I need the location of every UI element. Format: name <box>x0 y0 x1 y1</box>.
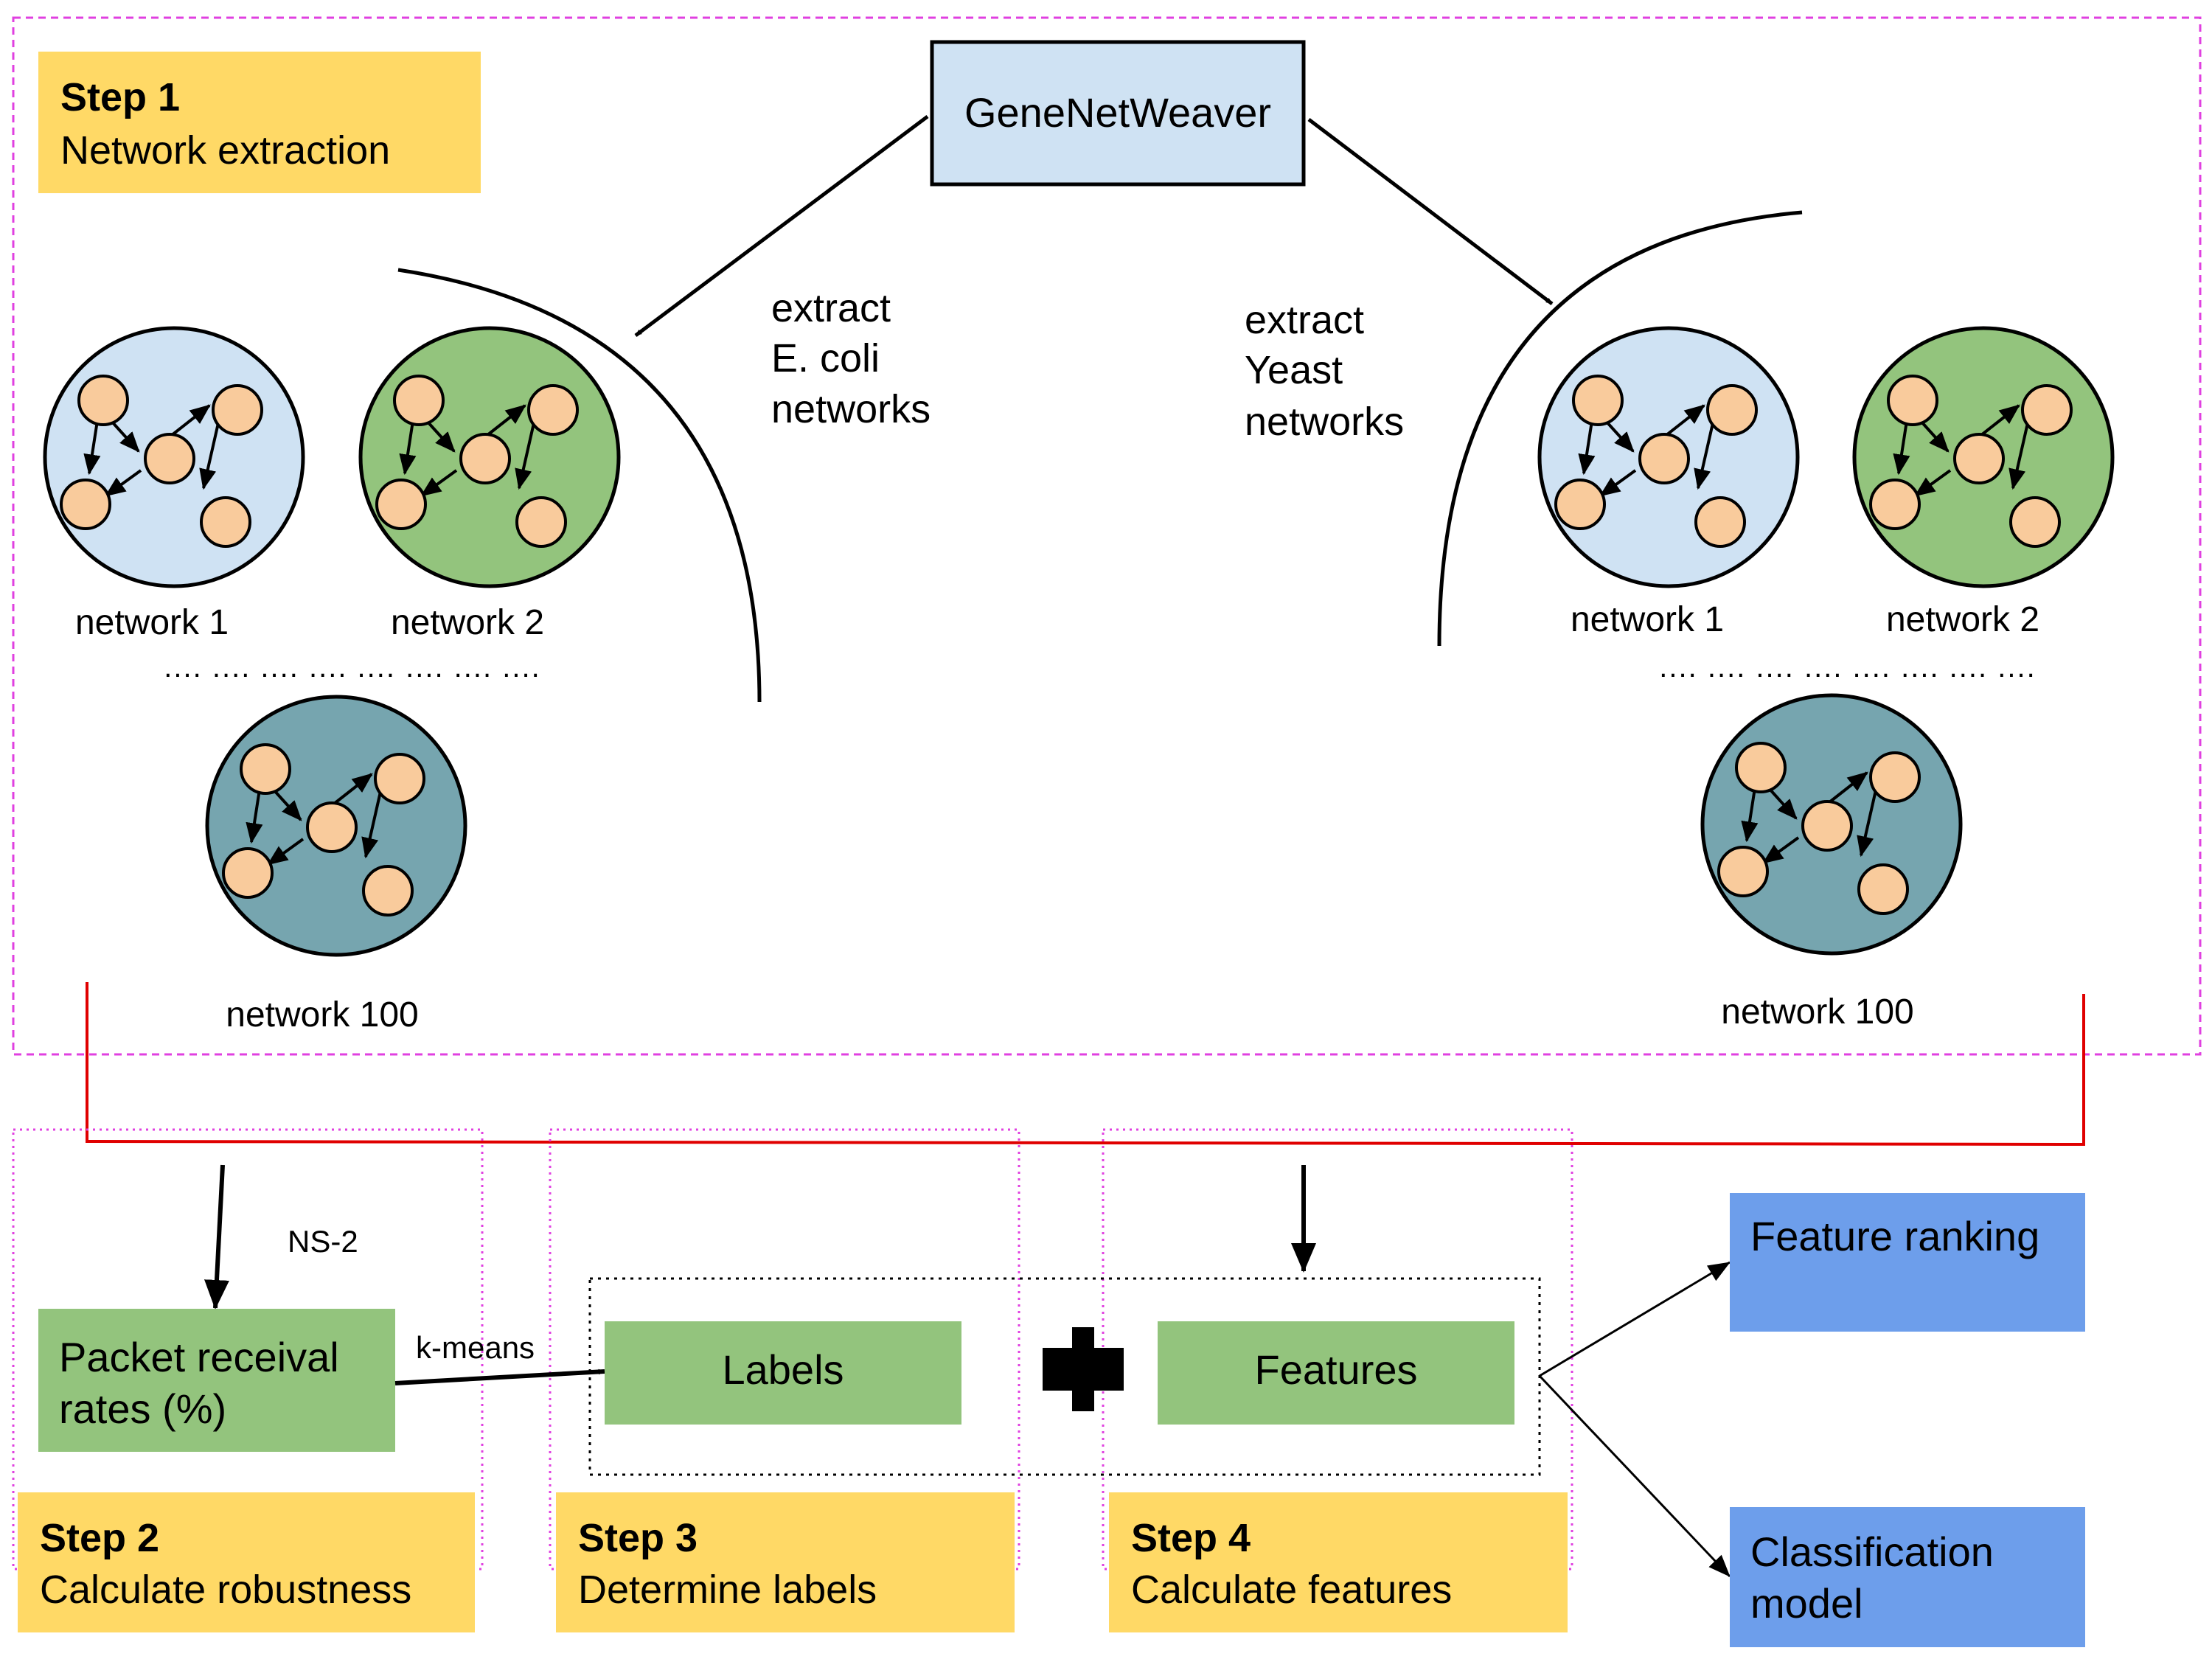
step3-title: Step 3 <box>578 1516 698 1560</box>
step1-container <box>12 16 2202 1056</box>
arrow-to-classification-model <box>1538 1374 1731 1578</box>
arrow-extract-yeast <box>1307 118 1554 305</box>
step1-label-box <box>38 52 481 193</box>
ns2-label: NS-2 <box>288 1224 358 1259</box>
ecoli-ellipsis: .... .... .... .... .... .... .... .... <box>164 651 540 684</box>
step4-subtitle: Calculate features <box>1131 1568 1452 1612</box>
feature-ranking-box <box>1730 1193 2085 1332</box>
labels-box-text: Labels <box>722 1346 844 1393</box>
plus-icon <box>1043 1327 1124 1411</box>
packet-rates-line-2: rates (%) <box>59 1385 226 1432</box>
yeast-group-arc <box>1437 210 1803 647</box>
arrow-kmeans <box>394 1368 605 1385</box>
ecoli-group-arc <box>397 268 762 703</box>
packet-rates-line-1: Packet receival <box>59 1334 339 1380</box>
step1-title: Step 1 <box>60 75 180 119</box>
arrow-to-feature-ranking <box>1539 1261 1731 1377</box>
yeast-network-1-label: network 1 <box>1571 600 1724 639</box>
step2-subtitle: Calculate robustness <box>40 1568 411 1612</box>
step4-title: Step 4 <box>1131 1516 1251 1560</box>
yeast-network-100 <box>1700 693 1963 956</box>
labels-box <box>605 1321 961 1425</box>
classification-model-box <box>1730 1507 2085 1647</box>
ecoli-network-2-label: network 2 <box>391 603 544 642</box>
yeast-network-2-label: network 2 <box>1886 600 2039 639</box>
classification-model-line-1: Classification <box>1750 1528 1994 1575</box>
step3-label-box <box>556 1492 1015 1632</box>
classification-model-line-2: model <box>1750 1580 1863 1627</box>
ecoli-network-1-label: network 1 <box>75 603 229 642</box>
extract-yeast-line-3: networks <box>1245 400 1404 444</box>
extract-ecoli-line-2: E. coli <box>771 336 880 380</box>
step2-title: Step 2 <box>40 1516 159 1560</box>
ecoli-network-100 <box>205 695 467 957</box>
genenetweaver-box <box>930 40 1306 187</box>
step3-subtitle: Determine labels <box>578 1568 877 1612</box>
arrow-extract-ecoli <box>634 115 929 337</box>
ecoli-network-1 <box>43 326 305 588</box>
step1-subtitle: Network extraction <box>60 128 390 173</box>
features-box-text: Features <box>1255 1346 1418 1393</box>
ecoli-network-2 <box>358 326 621 588</box>
ecoli-network-100-label: network 100 <box>226 995 419 1034</box>
flow-connector-line <box>86 982 2085 1147</box>
yeast-network-1 <box>1537 326 1800 588</box>
genenetweaver-label: GeneNetWeaver <box>964 89 1271 136</box>
arrow-to-packet-rates <box>204 1164 229 1310</box>
kmeans-label: k-means <box>416 1330 535 1365</box>
extract-yeast-line-1: extract <box>1245 298 1364 342</box>
features-box <box>1158 1321 1514 1425</box>
step2-label-box <box>18 1492 475 1632</box>
extract-ecoli-line-1: extract <box>771 286 891 330</box>
yeast-network-2 <box>1852 326 2115 588</box>
step4-label-box <box>1109 1492 1568 1632</box>
extract-ecoli-line-3: networks <box>771 387 931 431</box>
yeast-ellipsis: .... .... .... .... .... .... .... .... <box>1659 651 2036 684</box>
extract-yeast-line-2: Yeast <box>1245 348 1343 392</box>
feature-ranking-text: Feature ranking <box>1750 1213 2039 1259</box>
yeast-network-100-label: network 100 <box>1721 992 1914 1032</box>
packet-rates-box <box>38 1309 395 1452</box>
